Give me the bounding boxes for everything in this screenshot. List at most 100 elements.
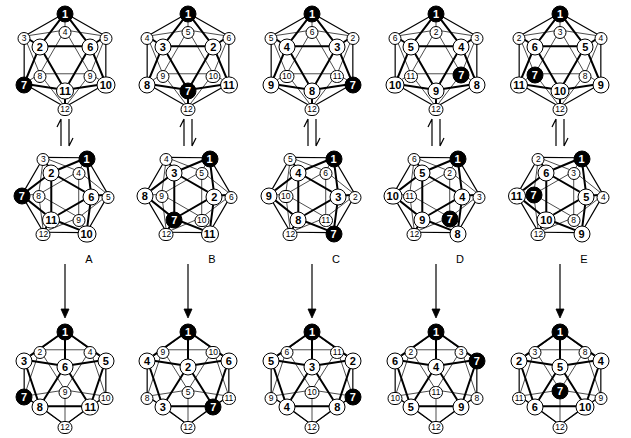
label-anchor: 10: [206, 65, 221, 83]
atom-number: 12: [553, 421, 568, 434]
atom-number: 2: [43, 165, 60, 182]
atom-number: 4: [141, 32, 154, 45]
label-anchor: 5: [552, 356, 569, 375]
label-anchor: 10: [279, 65, 294, 83]
label-anchor: 1: [428, 4, 445, 23]
atom-number: 1: [57, 6, 74, 23]
label-anchor: 10: [77, 223, 96, 242]
equilibrium-arrow: [428, 119, 432, 146]
label-anchor: 11: [319, 209, 333, 227]
label-anchor: 8: [304, 80, 321, 99]
atom-number: 6: [57, 358, 74, 375]
atom-number: 11: [429, 386, 443, 399]
atom-number: 7: [16, 76, 33, 93]
atom-number: 12: [429, 103, 444, 116]
label-anchor: 10: [551, 80, 570, 99]
label-anchor: 2: [430, 21, 443, 39]
atom-number: 6: [306, 26, 319, 39]
label-anchor: 11: [429, 381, 443, 399]
label-anchor: 3: [166, 163, 183, 182]
atom-number: 4: [592, 352, 609, 369]
label-anchor: 9: [156, 65, 169, 83]
label-anchor: 2: [404, 341, 417, 359]
atom-number: 8: [141, 392, 154, 405]
atom-number: 1: [78, 150, 95, 167]
atom-number: 6: [225, 191, 238, 204]
atom-number: 4: [139, 352, 156, 369]
atom-number: 2: [33, 346, 46, 359]
atom-number: 1: [573, 150, 590, 167]
atom-number: 2: [346, 32, 359, 45]
atom-number: 7: [325, 225, 342, 242]
label-anchor: 8: [141, 387, 154, 405]
atom-number: 3: [330, 188, 347, 205]
atom-number: 7: [552, 383, 569, 400]
atom-number: 10: [576, 399, 595, 416]
label-anchor: 2: [31, 37, 48, 56]
label-anchor: 2: [33, 341, 46, 359]
atom-number: 4: [59, 26, 72, 39]
label-anchor: 6: [306, 21, 319, 39]
atom-number: 10: [96, 76, 115, 93]
atom-number: 7: [13, 188, 30, 205]
label-anchor: A: [83, 249, 95, 267]
label-anchor: 5: [577, 37, 594, 56]
atom-number: 1: [428, 324, 445, 341]
label-anchor: 4: [141, 27, 154, 45]
atom-number: 5: [195, 167, 208, 180]
atom-number: 9: [594, 392, 607, 405]
label-anchor: 3: [528, 341, 541, 359]
label-anchor: 10: [383, 186, 402, 205]
label-anchor: 11: [220, 74, 238, 93]
equilibrium-arrow: [440, 119, 444, 146]
atom-number: 6: [538, 165, 555, 182]
atom-number: 5: [97, 352, 114, 369]
atom-number: 8: [290, 211, 307, 228]
label-anchor: 7: [344, 387, 361, 406]
label-anchor: D: [454, 249, 466, 267]
atom-number: 12: [181, 103, 196, 116]
equilibrium-arrow: [304, 119, 308, 146]
label-anchor: 10: [278, 185, 293, 203]
label-anchor: 11: [42, 209, 60, 228]
atom-number: 7: [525, 187, 542, 204]
label-anchor: 3: [554, 21, 567, 39]
label-anchor: 3: [16, 350, 33, 369]
atom-number: 6: [389, 32, 402, 45]
atom-number: 12: [283, 228, 298, 241]
label-anchor: 9: [594, 387, 607, 405]
label-anchor: 1: [552, 322, 569, 341]
equilibrium-arrow: [69, 119, 73, 146]
label-anchor: 7: [344, 74, 361, 93]
atom-number: 3: [18, 32, 31, 45]
label-anchor: 4: [428, 356, 445, 375]
isomer-letter: C: [330, 253, 342, 266]
label-anchor: 2: [511, 350, 528, 369]
label-anchor: 5: [182, 381, 195, 399]
atom-number: 9: [59, 386, 72, 399]
label-anchor: 4: [160, 148, 173, 166]
label-anchor: 7: [166, 209, 183, 228]
atom-number: 9: [260, 188, 277, 205]
atom-number: 9: [155, 190, 168, 203]
label-anchor: 5: [182, 21, 195, 39]
atom-number: 2: [206, 188, 223, 205]
atom-number: 6: [319, 167, 332, 180]
atom-number: 2: [404, 346, 417, 359]
atom-number: 5: [402, 399, 419, 416]
atom-number: 2: [511, 352, 528, 369]
atom-number: 7: [344, 389, 361, 406]
atom-number: 3: [473, 191, 486, 204]
atom-number: 7: [526, 66, 543, 83]
label-anchor: 1: [57, 322, 74, 341]
atom-number: 1: [57, 324, 74, 341]
label-anchor: 10: [537, 209, 556, 228]
atom-number: 9: [414, 211, 431, 228]
atom-number: 7: [205, 399, 222, 416]
label-anchor: 4: [594, 27, 607, 45]
atom-number: 3: [154, 39, 171, 56]
atom-number: 12: [407, 228, 422, 241]
atom-number: 11: [42, 211, 60, 228]
atom-number: 11: [201, 225, 219, 242]
label-anchor: 7: [180, 80, 197, 99]
